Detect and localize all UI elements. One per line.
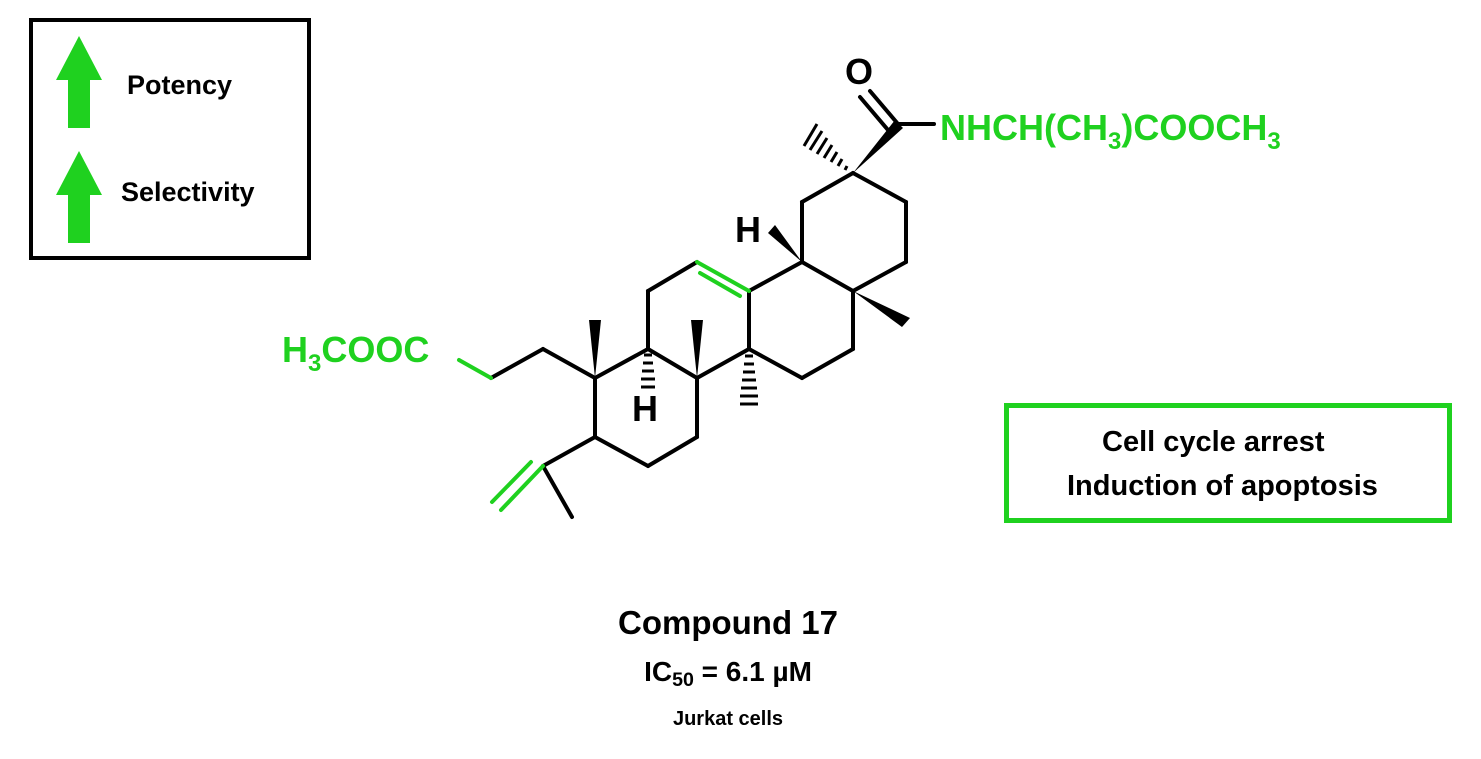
legend-item-potency: Potency: [33, 32, 307, 132]
ic50-value: IC50 = 6.1 µM: [644, 656, 812, 691]
legend-label-potency: Potency: [127, 70, 233, 100]
up-arrow-icon: [56, 36, 102, 128]
up-arrow-icon: [56, 151, 102, 243]
legend-box: Potency Selectivity: [29, 18, 311, 260]
effect-apoptosis: Induction of apoptosis: [1067, 470, 1378, 502]
ester-substituent-label: H3COOC: [282, 329, 429, 377]
hydrogen-label-bottom: H: [632, 388, 658, 429]
oxygen-label: O: [845, 51, 873, 92]
compound-title: Compound 17: [618, 604, 838, 641]
legend-item-selectivity: Selectivity: [33, 147, 307, 247]
effect-cell-cycle-arrest: Cell cycle arrest: [1102, 426, 1325, 458]
effects-box: Cell cycle arrest Induction of apoptosis: [1004, 403, 1452, 523]
chemical-structure: O NHCH(CH3)COOCH3 H3COOC H H: [282, 51, 1281, 519]
hydrogen-label-top: H: [735, 209, 761, 250]
cell-line-label: Jurkat cells: [672, 708, 784, 730]
legend-label-selectivity: Selectivity: [121, 177, 255, 207]
amide-substituent-label: NHCH(CH3)COOCH3: [940, 107, 1281, 155]
